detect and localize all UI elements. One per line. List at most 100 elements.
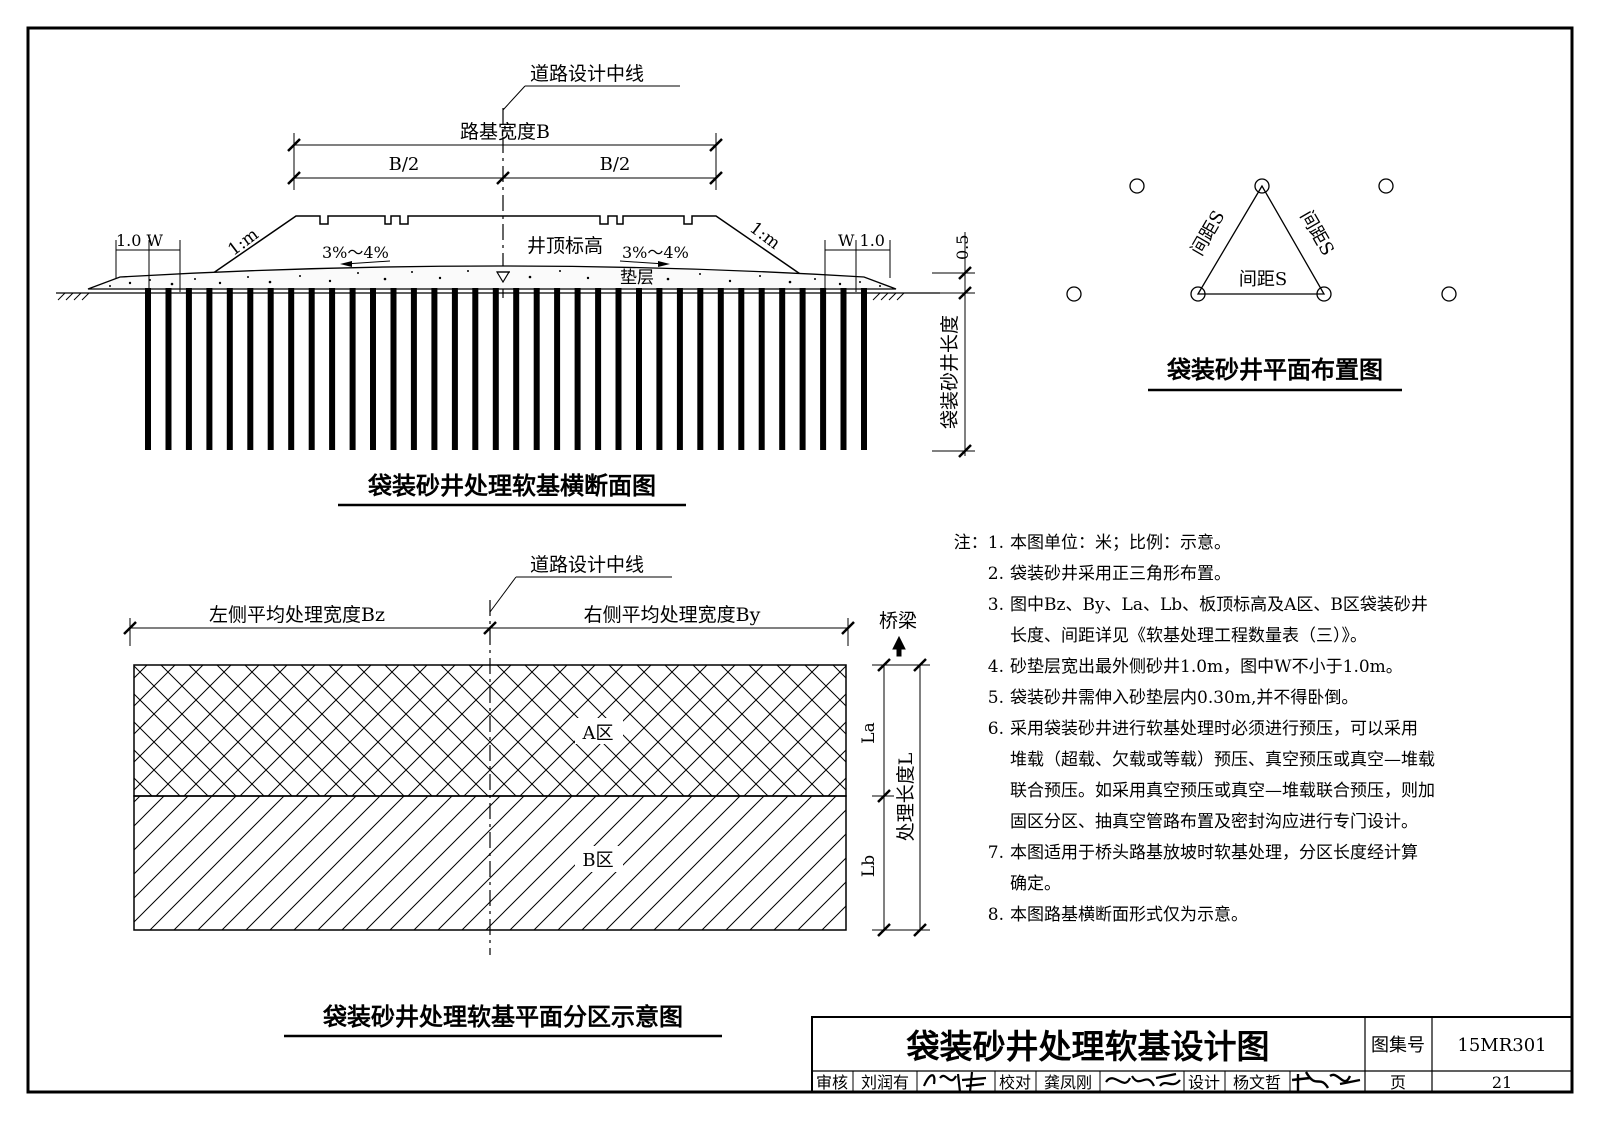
zone-a-label: A区	[582, 723, 614, 744]
note-number: 3.	[987, 595, 1004, 615]
sand-well	[799, 288, 806, 450]
reviewer-name: 刘润有	[861, 1073, 909, 1092]
well-plan-circle	[1378, 178, 1394, 194]
spacing-triangle	[1196, 184, 1326, 295]
checker-name: 龚凤刚	[1044, 1073, 1092, 1092]
sand-well	[267, 288, 274, 450]
sand-well	[431, 288, 438, 450]
sand-well	[676, 288, 683, 450]
drawing-title: 袋装砂井处理软基设计图	[906, 1027, 1270, 1066]
page-label: 页	[1390, 1073, 1406, 1092]
note-text: 采用袋装砂井进行软基处理时必须进行预压，可以采用	[1010, 719, 1418, 739]
sand-well	[758, 288, 765, 450]
note-text: 联合预压。如采用真空预压或真空—堆载联合预压，则加	[1010, 781, 1435, 801]
design-label: 设计	[1188, 1073, 1220, 1092]
cushion-thickness-label: 0.5	[953, 235, 972, 260]
edge-right-label: W 1.0	[838, 231, 885, 250]
note-line: 注：1.本图单位：米；比例：示意。	[938, 528, 1538, 559]
crossfall-right-label: 3%～4%	[622, 243, 689, 262]
sand-well	[820, 288, 827, 450]
sand-well	[472, 288, 479, 450]
note-line: 联合预压。如采用真空预压或真空—堆载联合预压，则加	[938, 776, 1538, 807]
zone-centerline-label: 道路设计中线	[530, 554, 644, 576]
sand-well	[554, 288, 561, 450]
layout-plan: 间距S 间距S 间距S 袋装砂井平面布置图	[1066, 178, 1457, 392]
lb-label: Lb	[859, 855, 879, 877]
note-text: 长度、间距详见《软基处理工程数量表（三）》。	[1010, 626, 1367, 646]
reviewer-signature	[922, 1071, 987, 1093]
sand-well	[656, 288, 663, 450]
note-line: 5.袋装砂井需伸入砂垫层内0.30m,并不得卧倒。	[938, 683, 1538, 714]
zone-a-area	[133, 664, 847, 797]
well-plan-circle	[1441, 286, 1457, 302]
layout-plan-title: 袋装砂井平面布置图	[1166, 356, 1383, 384]
note-line: 确定。	[938, 869, 1538, 900]
sand-well	[513, 288, 520, 450]
note-text: 本图适用于桥头路基放坡时软基处理，分区长度经计算	[1010, 843, 1418, 863]
note-text: 固区分区、抽真空管路布置及密封沟应进行专门设计。	[1010, 812, 1418, 832]
half-left-label: B/2	[389, 154, 420, 175]
sand-well	[595, 288, 602, 450]
zone-plan: 道路设计中线 左侧平均处理宽度Bz 右侧平均处理宽度By A区 B区 桥梁 La…	[123, 554, 930, 1038]
check-label: 校对	[999, 1073, 1031, 1092]
ground-hatch-left	[57, 292, 90, 301]
note-number: 4.	[987, 657, 1004, 677]
note-number: 7.	[987, 843, 1004, 863]
note-text: 堆载（超载、欠载或等载）预压、真空预压或真空—堆载	[1010, 750, 1435, 770]
right-width-label: 右侧平均处理宽度By	[584, 604, 761, 626]
centerline-label: 道路设计中线	[530, 63, 644, 85]
sand-well	[615, 288, 622, 450]
sand-well	[840, 288, 847, 450]
well-plan-circle	[1066, 286, 1082, 302]
sand-well	[717, 288, 724, 450]
sand-well	[165, 288, 172, 450]
slope-right-label: 1:m	[746, 218, 784, 254]
note-line: 堆载（超载、欠载或等载）预压、真空预压或真空—堆载	[938, 745, 1538, 776]
note-line: 固区分区、抽真空管路布置及密封沟应进行专门设计。	[938, 807, 1538, 838]
well-length-label: 袋装砂井长度	[939, 315, 961, 429]
sand-well	[206, 288, 213, 450]
note-text: 袋装砂井需伸入砂垫层内0.30m,并不得卧倒。	[1010, 688, 1359, 708]
sand-well	[226, 288, 233, 450]
designer-name: 杨文哲	[1233, 1073, 1281, 1092]
note-number: 注：1.	[953, 533, 1004, 553]
half-right-label: B/2	[600, 154, 631, 175]
spacing-right-label: 间距S	[1296, 207, 1338, 259]
bridge-label: 桥梁	[879, 610, 917, 632]
note-number: 8.	[987, 905, 1004, 925]
note-line: 长度、间距详见《软基处理工程数量表（三）》。	[938, 621, 1538, 652]
note-line: 3. 图中Bz、By、La、Lb、板顶标高及A区、B区袋装砂井	[938, 590, 1538, 621]
page-number: 21	[1492, 1073, 1512, 1092]
sand-well	[779, 288, 786, 450]
edge-left-label: 1.0 W	[116, 231, 164, 250]
atlas-number: 15MR301	[1457, 1035, 1546, 1056]
sheet-border	[26, 26, 1574, 1094]
sand-well	[636, 288, 642, 450]
sand-well	[329, 288, 336, 450]
note-text: 确定。	[1010, 874, 1061, 894]
sand-well	[145, 288, 151, 450]
sand-well	[288, 288, 295, 450]
sand-well	[697, 288, 704, 450]
note-number: 6.	[987, 719, 1004, 739]
left-width-label: 左侧平均处理宽度Bz	[209, 604, 385, 626]
sand-well	[185, 288, 192, 450]
cross-section: 道路设计中线 路基宽度B B/2 B/2 1:m 1:m 3%～4%	[56, 63, 975, 507]
note-number: 2.	[987, 564, 1004, 584]
note-text: 图中Bz、By、La、Lb、板顶标高及A区、B区袋装砂井	[1010, 595, 1428, 615]
sand-well	[492, 288, 499, 450]
sand-well	[861, 288, 867, 450]
embankment-outline	[205, 215, 807, 279]
note-text: 砂垫层宽出最外侧砂井1.0m，图中W不小于1.0m。	[1010, 657, 1403, 677]
zone-b-label: B区	[582, 850, 613, 871]
sand-well	[390, 288, 397, 450]
sand-well	[308, 288, 315, 450]
ground-hatch-right	[872, 292, 905, 301]
zone-b-area	[133, 795, 847, 931]
sand-well	[410, 288, 417, 450]
sand-wells	[145, 288, 867, 450]
designer-signature	[1291, 1071, 1361, 1092]
slope-left-label: 1:m	[224, 225, 262, 261]
note-line: 4. 砂垫层宽出最外侧砂井1.0m，图中W不小于1.0m。	[938, 652, 1538, 683]
